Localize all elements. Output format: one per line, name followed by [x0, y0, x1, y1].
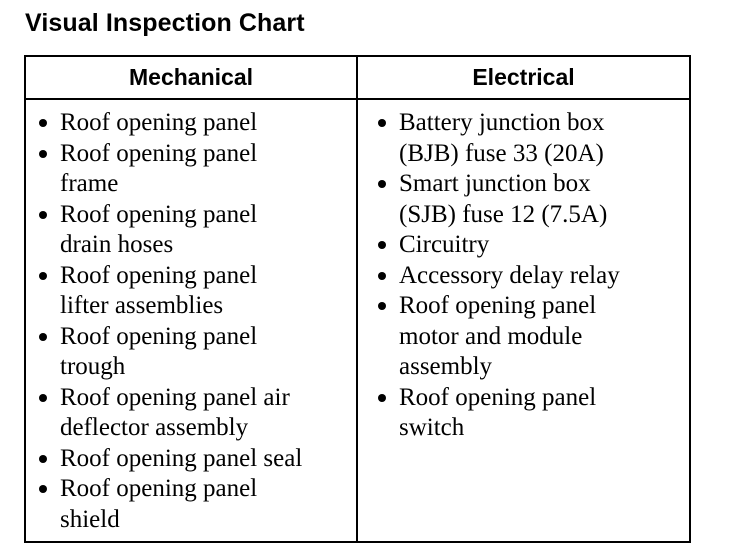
list-item-line: Battery junction box — [399, 109, 605, 136]
list-item-line: Accessory delay relay — [399, 261, 620, 289]
page-title: Visual Inspection Chart — [25, 9, 305, 37]
electrical-column-header: Electrical — [358, 57, 689, 100]
bullet-icon — [378, 119, 386, 127]
bullet-icon — [39, 332, 47, 341]
list-item-line: Roof opening panel — [60, 200, 258, 228]
bullet-icon — [378, 302, 386, 310]
list-item-line: trough — [60, 353, 126, 380]
bullet-icon — [39, 393, 47, 402]
electrical-column: Battery junction box(BJB) fuse 33 (20A)S… — [358, 100, 689, 541]
list-item-line: Roof opening panel — [399, 292, 597, 319]
list-item-line: Roof opening panel — [60, 261, 258, 289]
list-item-line: drain hoses — [60, 231, 174, 258]
bullet-icon — [378, 393, 386, 402]
list-item: Roof opening panel seal — [34, 444, 356, 475]
list-item: Roof opening panel motor and module assemb… — [373, 291, 689, 383]
list-item-line: deflector assembly — [60, 414, 249, 441]
bullet-icon — [39, 485, 47, 493]
bullet-icon — [378, 241, 386, 249]
list-item-line: Roof opening panel — [399, 383, 597, 411]
list-item-line: Smart junction box — [399, 170, 591, 197]
list-item-line: Roof opening panel air — [60, 383, 290, 411]
list-item: Smart junction box (SJB) fuse 12 (7.5A) — [373, 169, 689, 230]
bullet-icon — [39, 149, 47, 158]
list-item-line: lifter assemblies — [60, 292, 224, 319]
list-item-line: Roof opening panel — [60, 139, 258, 167]
bullet-icon — [39, 454, 47, 463]
list-item: Roof opening panel trough — [34, 322, 356, 383]
list-item-line: frame — [60, 170, 119, 197]
bullet-icon — [39, 210, 47, 219]
bullet-icon — [378, 180, 386, 188]
list-item-line: Roof opening panel seal — [60, 444, 303, 472]
list-item: Roof opening panel air deflector assembly — [34, 383, 356, 444]
list-item: Roof opening panel frame — [34, 139, 356, 200]
list-item: Circuitry — [373, 230, 689, 261]
list-item-line: (BJB) fuse 33 (20A) — [399, 139, 604, 167]
inspection-table: Mechanical Electrical Roof opening panel… — [24, 55, 691, 543]
list-item: Roof opening panel — [34, 108, 356, 139]
list-item-line: Roof opening panel — [60, 322, 258, 350]
list-item: Roof opening panel lifter assemblies — [34, 261, 356, 322]
list-item-line: Roof opening panel — [60, 475, 258, 502]
list-item: Roof opening panel shield — [34, 474, 356, 535]
mechanical-column-header: Mechanical — [26, 57, 358, 100]
bullet-icon — [39, 271, 47, 280]
list-item: Roof opening panel switch — [373, 383, 689, 444]
list-item-line: shield — [60, 505, 120, 533]
list-item: Battery junction box (BJB) fuse 33 (20A) — [373, 108, 689, 169]
list-item-line: Roof opening panel — [60, 109, 258, 136]
bullet-icon — [39, 119, 47, 127]
list-item-line: motor and module — [399, 322, 583, 350]
bullet-icon — [378, 271, 386, 280]
list-item: Roof opening panel drain hoses — [34, 200, 356, 261]
list-item-line: switch — [399, 414, 465, 441]
list-item-line: Circuitry — [399, 231, 490, 258]
list-item-line: (SJB) fuse 12 (7.5A) — [399, 200, 608, 228]
list-item-line: assembly — [399, 353, 493, 380]
electrical-item-list: Battery junction box(BJB) fuse 33 (20A)S… — [373, 108, 689, 444]
list-item: Accessory delay relay — [373, 261, 689, 292]
